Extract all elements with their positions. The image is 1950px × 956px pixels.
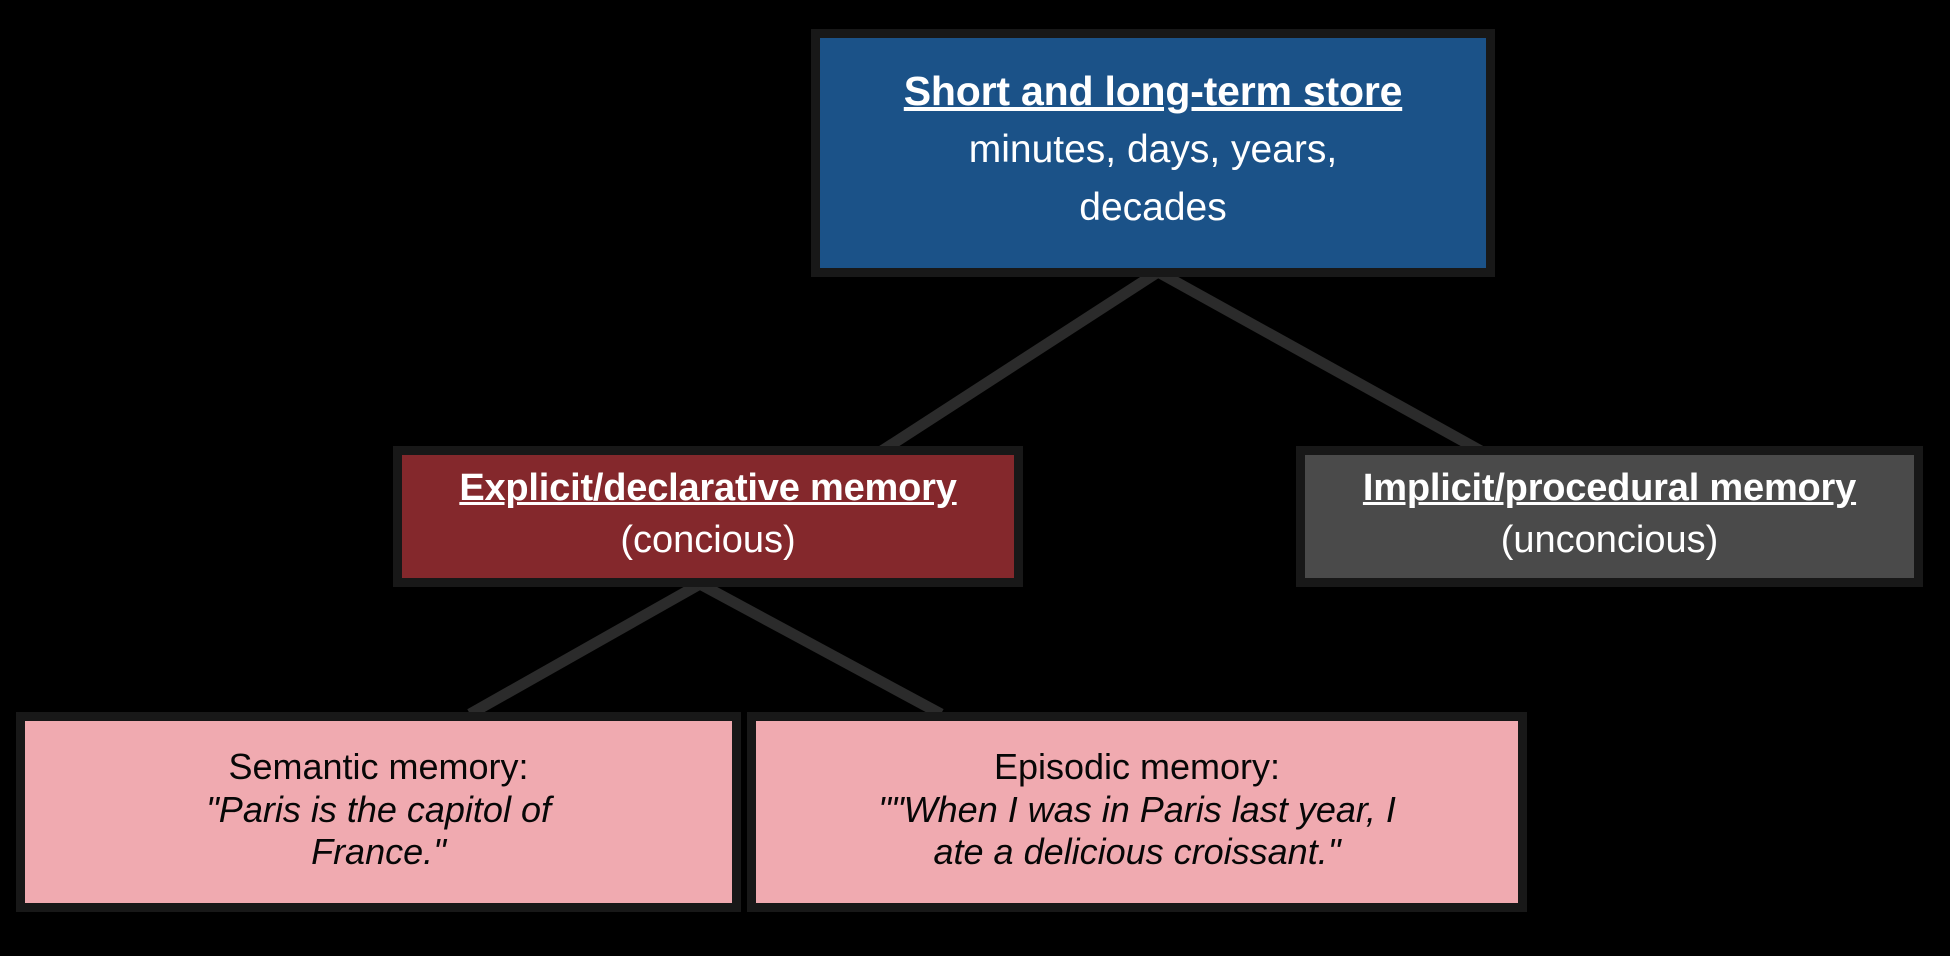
- node-semantic-memory[interactable]: Semantic memory: "Paris is the capitol o…: [16, 712, 741, 912]
- node-explicit-subtitle: (concious): [620, 519, 796, 561]
- node-semantic-example-line1: "Paris is the capitol of: [206, 788, 551, 830]
- node-episodic-example-line2: ate a delicious croissant.": [933, 831, 1341, 873]
- connector-explicit-to-semantic: [467, 579, 703, 719]
- node-semantic-example-line2: France.": [311, 831, 446, 873]
- node-implicit-subtitle: (unconcious): [1500, 519, 1719, 561]
- node-episodic-memory[interactable]: Episodic memory: ""When I was in Paris l…: [747, 712, 1527, 912]
- node-semantic-label: Semantic memory:: [228, 746, 529, 788]
- connector-explicit-to-episodic: [697, 579, 944, 719]
- node-episodic-example-line1: ""When I was in Paris last year, I: [878, 788, 1396, 830]
- node-store-line3: decades: [1079, 186, 1227, 230]
- node-implicit-procedural-memory[interactable]: Implicit/procedural memory (unconcious): [1296, 446, 1923, 587]
- node-short-and-long-term-store[interactable]: Short and long-term store minutes, days,…: [811, 29, 1495, 277]
- node-implicit-title: Implicit/procedural memory: [1362, 467, 1857, 510]
- connector-store-to-implicit: [1155, 267, 1493, 461]
- node-store-title: Short and long-term store: [903, 67, 1403, 114]
- node-store-line2: minutes, days, years,: [968, 128, 1338, 172]
- node-explicit-declarative-memory[interactable]: Explicit/declarative memory (concious): [393, 446, 1023, 587]
- node-explicit-title: Explicit/declarative memory: [459, 467, 957, 510]
- node-episodic-label: Episodic memory:: [993, 746, 1281, 788]
